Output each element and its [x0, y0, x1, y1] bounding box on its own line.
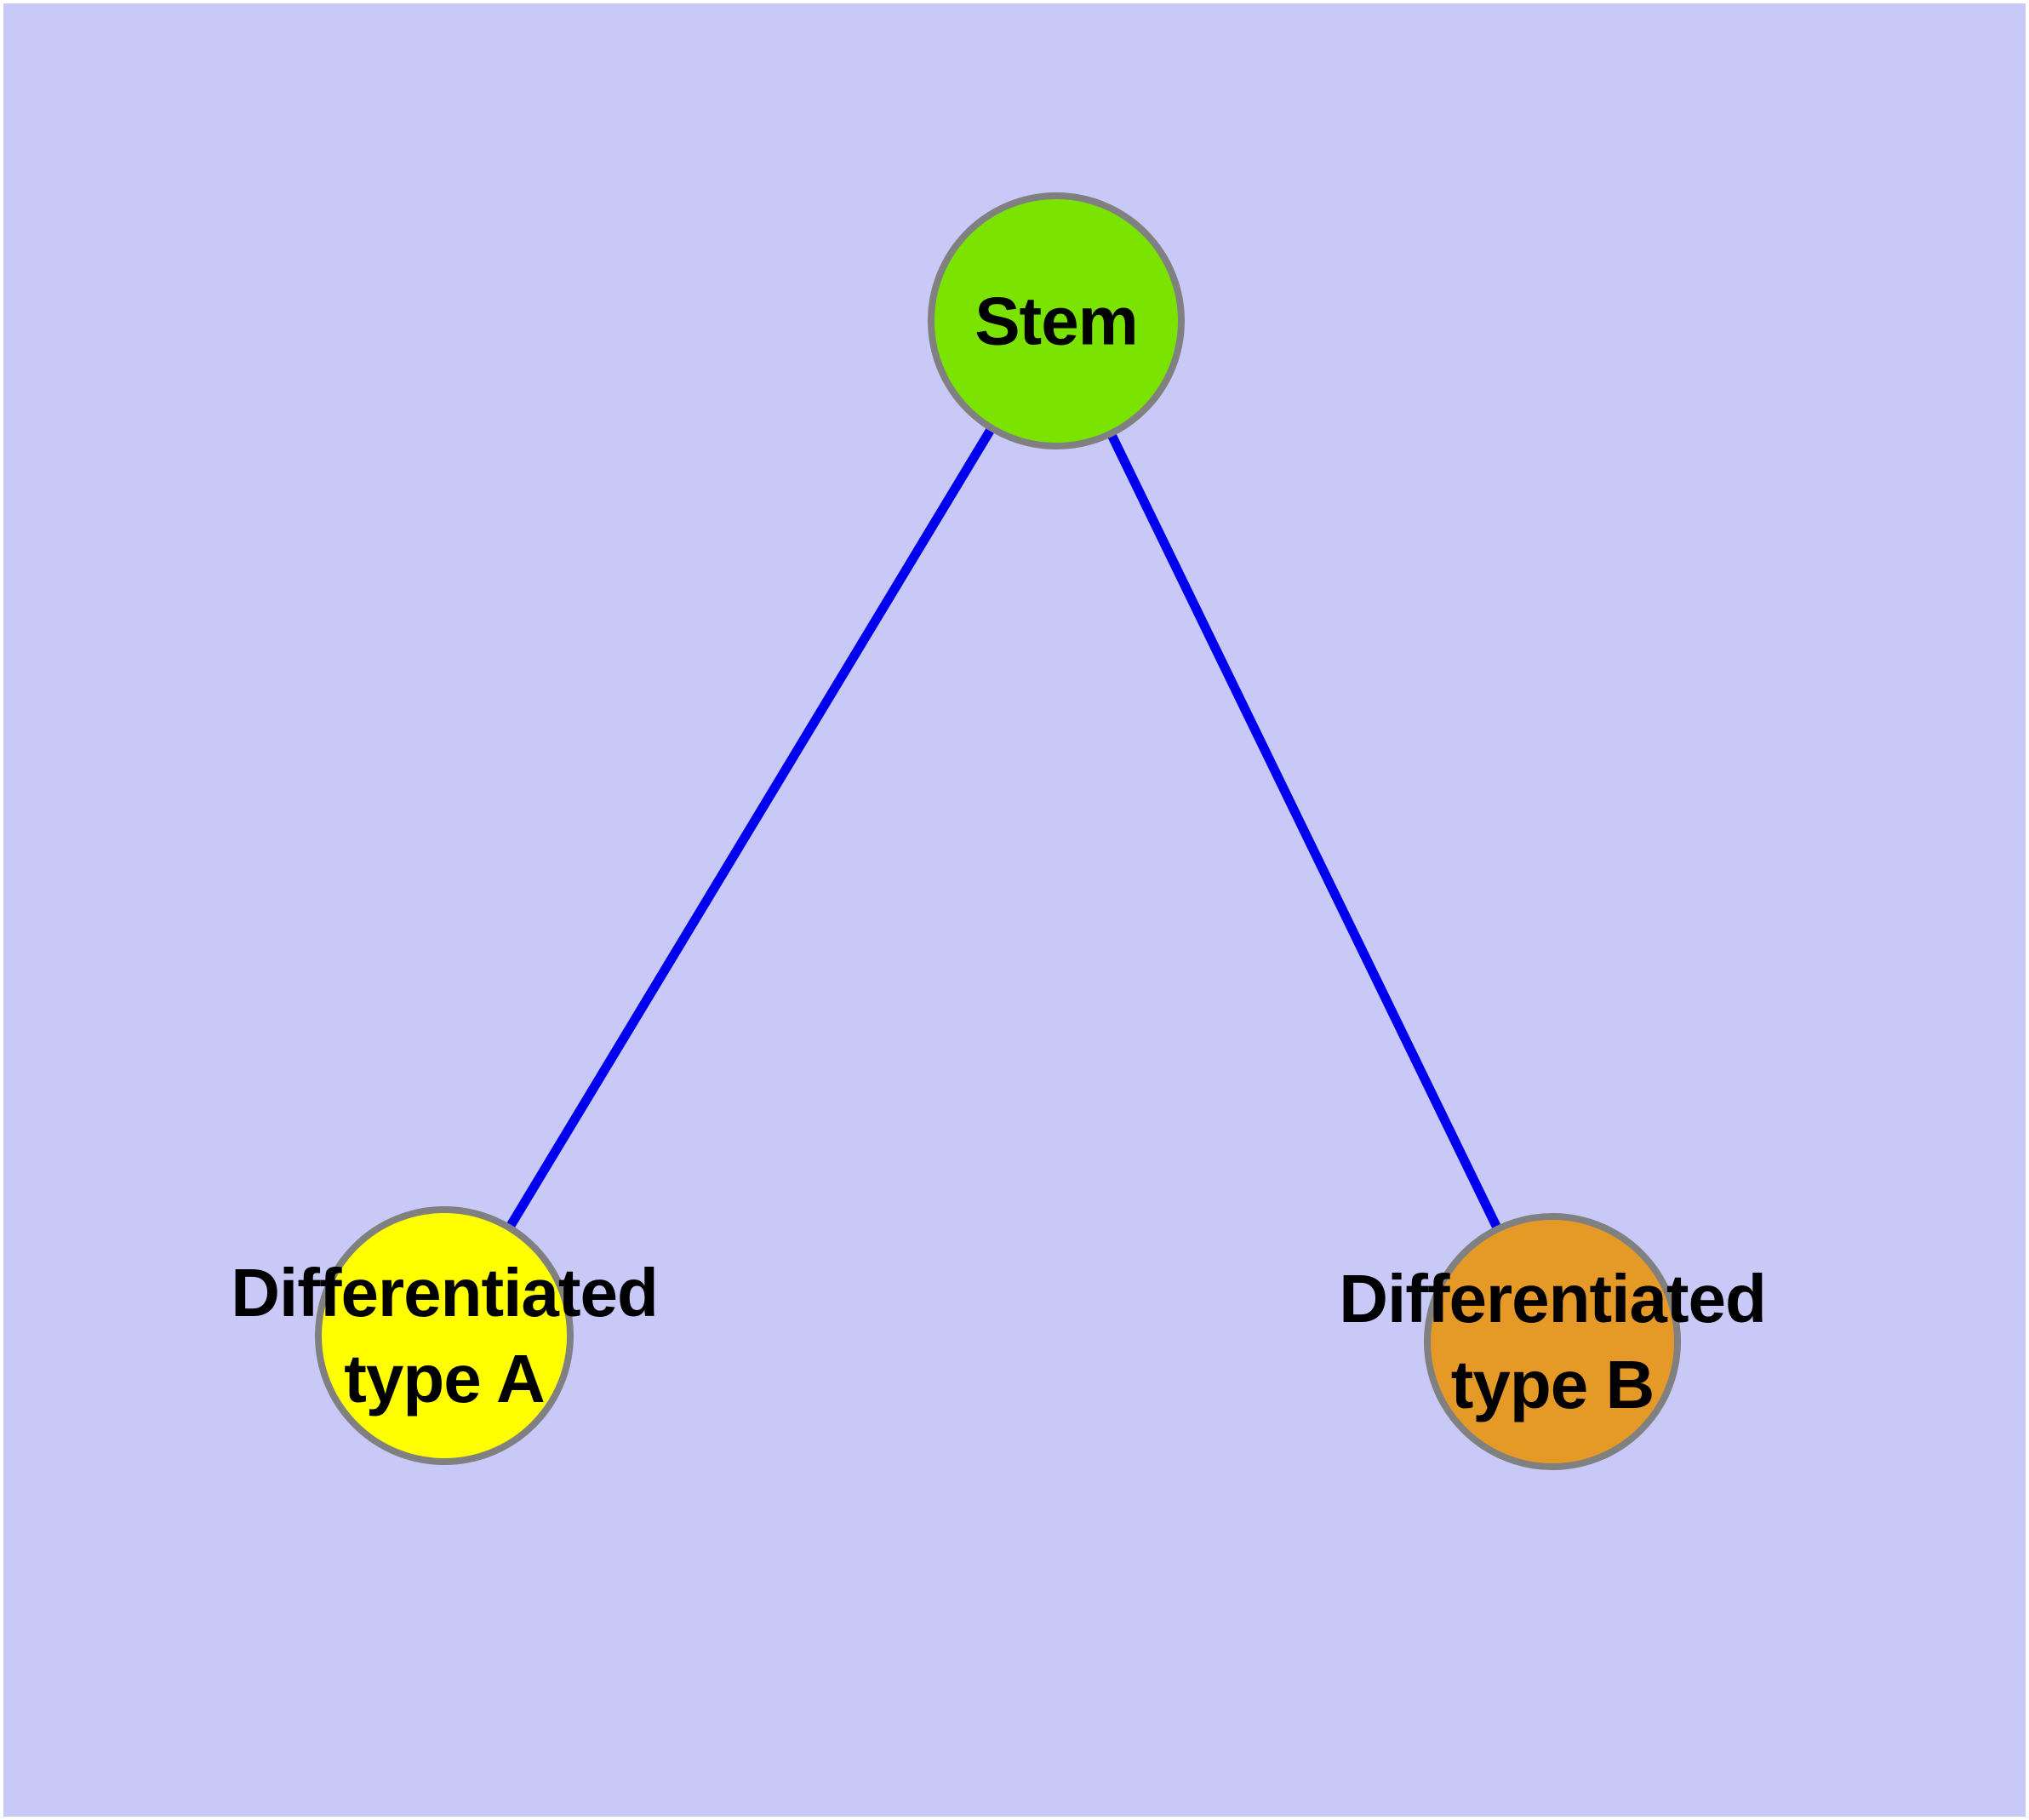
differentiated-type-a-node-label: Differentiated type A — [231, 1250, 659, 1422]
node-label-line: type B — [1450, 1347, 1655, 1422]
differentiated-type-b-node-circle — [1424, 1213, 1681, 1470]
edge-line — [1052, 318, 1557, 1344]
stem-node-circle — [928, 192, 1185, 449]
edges-layer — [440, 318, 1557, 1344]
node-label-line: Differentiated — [1339, 1261, 1767, 1336]
node-label-line: type A — [344, 1341, 546, 1417]
differentiated-type-a-node-circle — [315, 1206, 574, 1465]
stem-node-label: Stem — [974, 278, 1139, 364]
edge-line — [440, 318, 1060, 1338]
node-label-line: Differentiated — [231, 1255, 659, 1331]
differentiated-type-b-node-label: Differentiated type B — [1339, 1256, 1767, 1428]
node-label-line: Stem — [974, 283, 1139, 359]
